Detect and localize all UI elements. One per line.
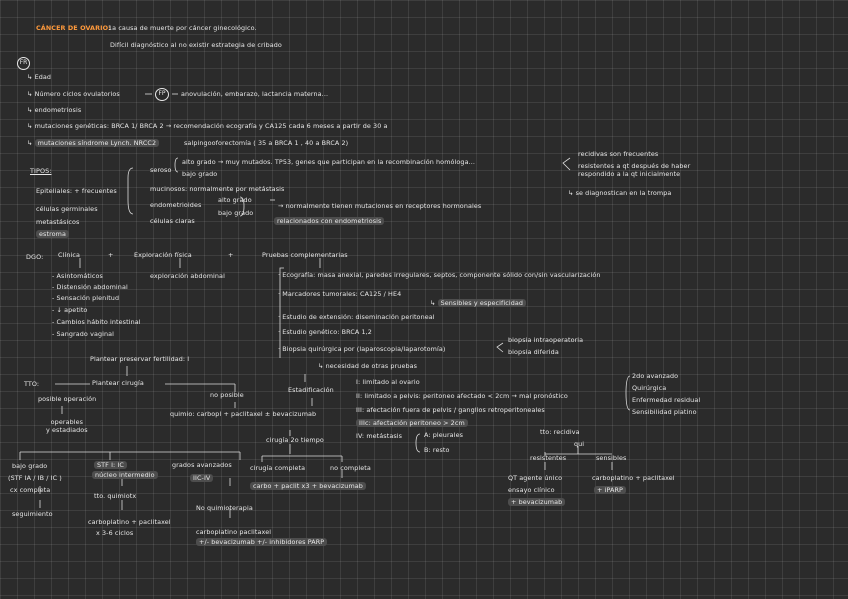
cirugia-completa: cirugía completa: [250, 464, 306, 472]
seroso-label: seroso: [150, 166, 172, 174]
celulas-claras-desc: relacionados con endometriosis: [274, 217, 385, 225]
tipos-note-recidivas: recidivas son frecuentes: [578, 150, 659, 158]
seroso-alto-grado: alto grado → muy mutados. TP53, genes qu…: [182, 158, 475, 166]
estadio-iv: IV: metástasis: [356, 432, 403, 440]
tipos-note-resistentes: resistentes a qt después de haber respon…: [578, 162, 691, 178]
celulas-claras-label: células claras: [150, 217, 195, 225]
tipo-metastasicos: metastásicos: [36, 218, 80, 226]
grados-avanzados: grados avanzados: [172, 461, 232, 469]
recidiva-title: tto: recidiva: [540, 428, 580, 436]
carbo-paclitaxel-1: carboplatino + paclitaxel: [88, 518, 171, 526]
dgo-label: DGO:: [26, 253, 44, 261]
estadio-ii: II: limitado a pelvis: peritoneo afectad…: [356, 392, 568, 400]
risk-item-edad: ↳ Edad: [27, 73, 52, 81]
tipos-label: TIPOS:: [30, 167, 52, 175]
pronostico-2: Quirúrgica: [632, 384, 667, 392]
clinica-item-4: - ↓ apetito: [52, 306, 88, 314]
bajo-grado: bajo grado: [12, 462, 48, 470]
page-title: CÁNCER DE OVARIO:: [36, 24, 111, 32]
posible-operacion: posible operación: [38, 395, 97, 403]
endo-description: → normalmente tienen mutaciones en recep…: [278, 202, 482, 210]
cx-completa: cx completa: [10, 486, 51, 494]
prueba-marcadores: · Marcadores tumorales: CA125 / HE4: [278, 290, 402, 298]
pronostico-1: 2do avanzado: [632, 372, 679, 380]
tto-quimiotx: tto. quimiotx: [94, 492, 137, 500]
biopsia-intraop: biopsia intraoperatoria: [508, 336, 584, 344]
nucleo-intermedio: núcleo intermedio: [92, 471, 158, 479]
diagnosis-note: Difícil diagnóstico al no existir estrat…: [110, 41, 282, 49]
risk-item-ciclos: ↳ Número ciclos ovulatorios: [27, 90, 120, 98]
res-item-2: ensayo clínico: [508, 486, 555, 494]
marcadores-sub: ↳ Sensibles y especificidad: [430, 299, 527, 307]
recidiva-sensibles: sensibles: [596, 454, 627, 462]
prueba-ecografia: · Ecografía: masa anexial, paredes irreg…: [278, 271, 601, 279]
endo-bajo-grado: bajo grado: [218, 209, 254, 217]
fp-marker: FP: [155, 88, 169, 101]
prueba-biopsia: · Biopsia quirúrgica por (laparoscopia/l…: [278, 345, 446, 353]
biopsia-sub: ↳ necesidad de otras pruebas: [318, 362, 418, 370]
estadio-iiic: IIIc: afectación peritoneo > 2cm: [356, 419, 468, 427]
res-item-3: + bevacizumab: [508, 498, 566, 506]
plantear-cirugia: Plantear cirugía: [92, 379, 144, 387]
seguimiento: seguimiento: [12, 510, 53, 518]
stage-ic: STF I: IC: [94, 461, 127, 469]
cirugia-2-tiempo: cirugía 2o tiempo: [266, 436, 324, 444]
exploracion-item: exploración abdominal: [150, 272, 225, 280]
res-item-1: QT agente único: [508, 474, 563, 482]
clinica-item-6: - Sangrado vaginal: [52, 330, 115, 338]
prueba-extension: · Estudio de extensión: diseminación per…: [278, 313, 435, 321]
recidiva-qui: qui: [574, 440, 585, 448]
sen-item-1: carboplatino + paclitaxel: [592, 474, 675, 482]
clinica-item-5: - Cambios hábito intestinal: [52, 318, 141, 326]
bajo-grado-stages: (STF IA / IB / IC ): [8, 474, 62, 482]
biopsia-diferida: biopsia diferida: [508, 348, 559, 356]
quimio-neoadyuvante: quimio: carbopl + paclitaxel ± bevacizum…: [170, 410, 317, 418]
clinica-item-1: - Asintomáticos: [52, 272, 103, 280]
dgo-plus-1: +: [108, 251, 114, 259]
fertility-note: Plantear preservar fertilidad: I: [90, 355, 190, 363]
dgo-pruebas: Pruebas complementarias: [262, 251, 348, 259]
estadio-iv-b: B: resto: [424, 446, 450, 454]
risk-item-lynch: ↳ mutaciones síndrome Lynch. NRCC2: [27, 139, 160, 147]
salpingectomy-note: salpingooforectomía ( 35 a BRCA 1 , 40 a…: [184, 139, 349, 147]
estadificacion-title: Estadificación: [288, 386, 334, 394]
fr-marker: FR: [17, 57, 30, 70]
clinica-item-3: - Sensación plenitud: [52, 294, 120, 302]
sen-item-2: + iPARP: [594, 486, 626, 494]
carbo-paclitaxel-2: carboplatino paclitaxel: [196, 528, 272, 536]
no-posible: no posible: [210, 391, 244, 399]
dgo-plus-2: +: [228, 251, 234, 259]
tto-label: TTO:: [24, 380, 40, 388]
tipos-note-trompa: ↳ se diagnostican en la trompa: [568, 189, 672, 197]
clinica-item-2: - Distensión abdominal: [52, 283, 128, 291]
seroso-bajo-grado: bajo grado: [182, 170, 218, 178]
dgo-exploracion: Exploración física: [134, 251, 192, 259]
stage-iic-iv: IIC-IV: [190, 474, 214, 482]
endometrioides-label: endometrioides: [150, 201, 202, 209]
risk-item-endometriosis: ↳ endometriosis: [27, 106, 82, 114]
carbo-beva: carbo + paclit x3 + bevacizumab: [250, 482, 366, 490]
endo-alto-grado: alto grado: [218, 196, 252, 204]
tipo-epiteliales: Epiteliales: + frecuentes: [36, 187, 117, 195]
beva-parp: +/- bevacizumab +/- inhibidores PARP: [196, 538, 328, 546]
page-subtitle: 1a causa de muerte por cáncer ginecológi…: [108, 24, 257, 32]
estadio-i: I: limitado al ovario: [356, 378, 420, 386]
recidiva-resistentes: resistentes: [530, 454, 567, 462]
no-quimioterapia: No quimioterapia: [196, 504, 253, 512]
prueba-genetico: · Estudio genético: BRCA 1,2: [278, 328, 372, 336]
tipo-germinales: células germinales: [36, 205, 98, 213]
ciclos-label: x 3-6 ciclos: [96, 529, 134, 537]
no-completa: no completa: [330, 464, 371, 472]
estadio-iii: III: afectación fuera de pelvis / gangli…: [356, 406, 545, 414]
mucinoso-label: mucinosos: normalmente por metástasis: [150, 185, 285, 193]
pronostico-3: Enfermedad residual: [632, 396, 701, 404]
risk-protective-factors: anovulación, embarazo, lactancia materna…: [181, 90, 329, 98]
pronostico-4: Sensibilidad platino: [632, 408, 697, 416]
dgo-clinica: Clínica: [58, 251, 80, 259]
tipo-estroma: estroma: [36, 230, 70, 238]
estadio-iv-a: A: pleurales: [424, 431, 464, 439]
risk-item-brca: ↳ mutaciones genéticas: BRCA 1/ BRCA 2 →…: [27, 122, 388, 130]
